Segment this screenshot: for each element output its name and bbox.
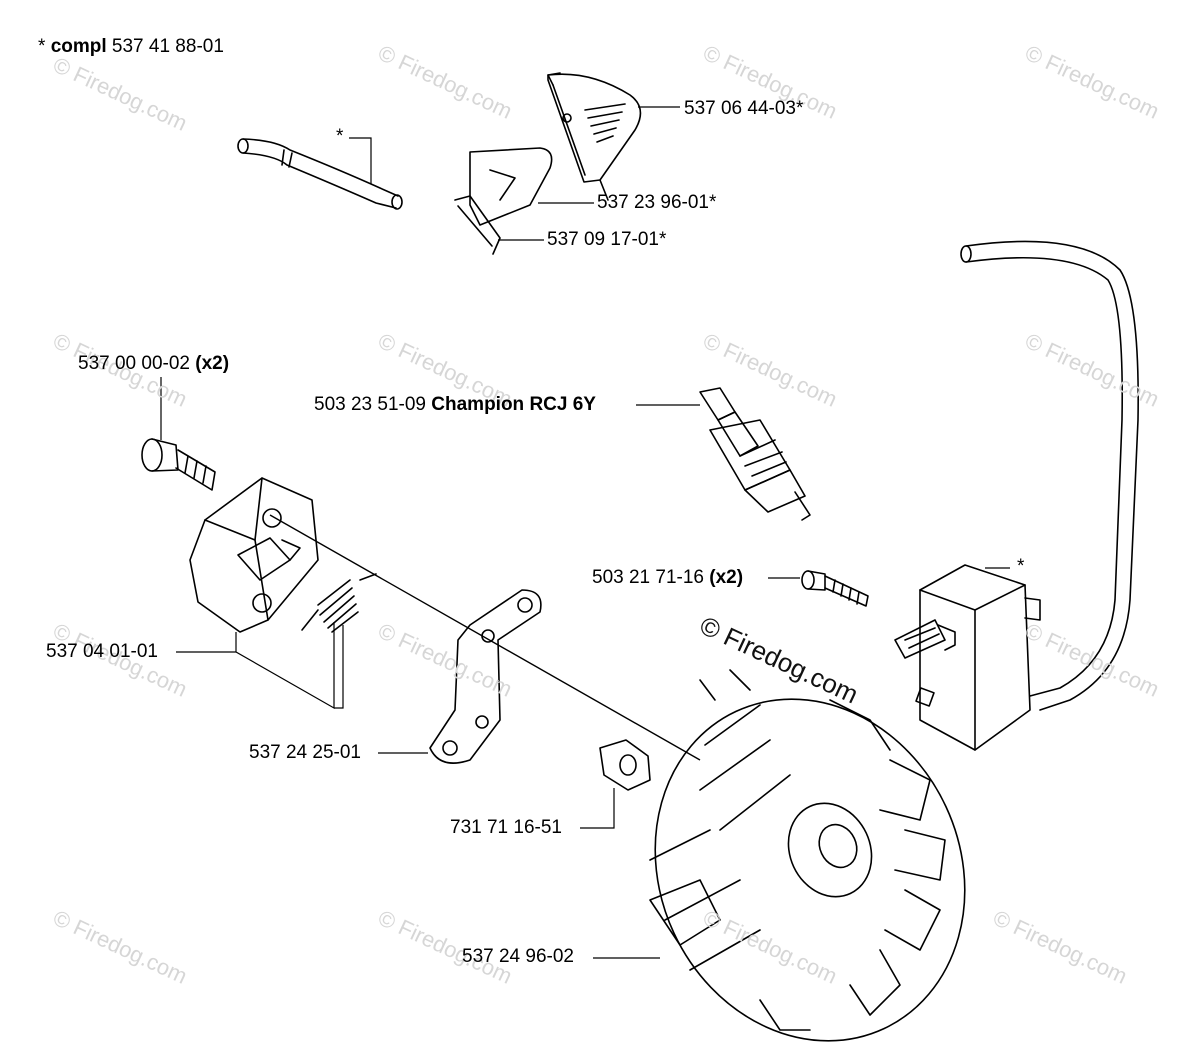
spring-part [301,573,377,633]
header-part: 537 41 88-01 [106,36,224,57]
label-nut: 731 71 16-51 [450,817,562,838]
assembly-header: * compl 537 41 88-01 [38,36,224,58]
leader-brake [176,622,344,710]
cover-plate-part [469,147,553,226]
bracket-plate-part [429,589,542,764]
spark-plug-part-number: 503 23 51-09 [314,394,426,415]
leader-hose [349,137,372,184]
label-hose-star: * [336,126,344,147]
nut-part [599,739,651,791]
coil-screw-part [801,570,869,607]
spring-clip-part [454,195,501,255]
label-bracket: 537 24 25-01 [249,742,361,763]
coil-screw-qty: (x2) [709,567,744,588]
brake-screw-part [141,438,216,491]
header-prefix: * [38,36,51,57]
label-coil-star: * [1017,556,1025,577]
label-plate: 537 23 96-01* [597,192,717,213]
spark-plug-name: Champion RCJ 6Y [431,394,596,415]
fuel-line-long [960,240,1139,711]
label-brake: 537 04 01-01 [46,641,158,662]
label-cover: 537 06 44-03* [684,98,804,119]
header-bold: compl [50,36,107,57]
axis-line [269,514,701,761]
ignition-coil-part [894,564,1041,751]
brake-screw-qty: (x2) [195,353,230,374]
spark-plug-part [699,387,811,521]
air-cover-part [547,72,642,201]
label-coil-screw: 503 21 71-16 (x2) [592,567,743,589]
label-spark-plug: 503 23 51-09 Champion RCJ 6Y [314,394,596,416]
leader-nut [580,788,615,829]
flywheel-part [649,669,966,1042]
fuel-hose-short [237,138,403,210]
label-spring-clip: 537 09 17-01* [547,229,667,250]
brake-screw-part-number: 537 00 00-02 [78,353,190,374]
chain-brake-part [189,477,319,633]
label-brake-screw: 537 00 00-02 (x2) [78,353,229,375]
label-flywheel: 537 24 96-02 [462,946,574,967]
coil-screw-part-number: 503 21 71-16 [592,567,704,588]
